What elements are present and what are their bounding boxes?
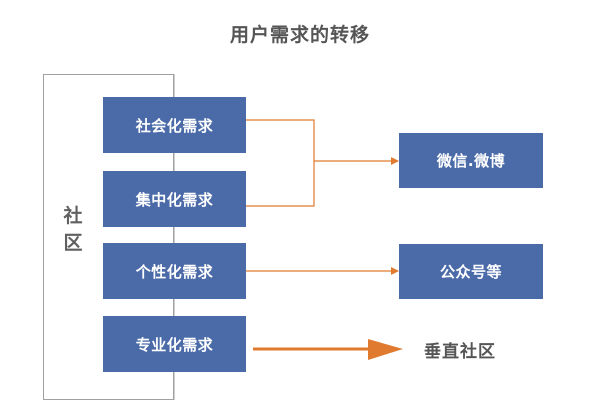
- need-box-professional: 专业化需求: [103, 316, 246, 372]
- connector-concentrated: [246, 161, 315, 207]
- community-label-char: 区: [63, 232, 83, 254]
- need-box-social: 社会化需求: [103, 97, 246, 153]
- community-frame: [43, 74, 174, 400]
- diagram-title: 用户需求的转移: [229, 24, 370, 46]
- community-label-char: 社: [63, 205, 83, 227]
- target-vertical-community: 垂直社区: [424, 342, 496, 362]
- arrow-to-vertical-community-head: [368, 339, 403, 360]
- connector-social: [246, 119, 315, 161]
- need-box-personalized: 个性化需求: [103, 243, 246, 299]
- target-box-wechat-weibo: 微信.微博: [399, 133, 543, 188]
- need-box-concentrated: 集中化需求: [103, 171, 246, 227]
- community-label: 社 区: [60, 203, 86, 257]
- target-box-public-accounts: 公众号等: [399, 244, 543, 299]
